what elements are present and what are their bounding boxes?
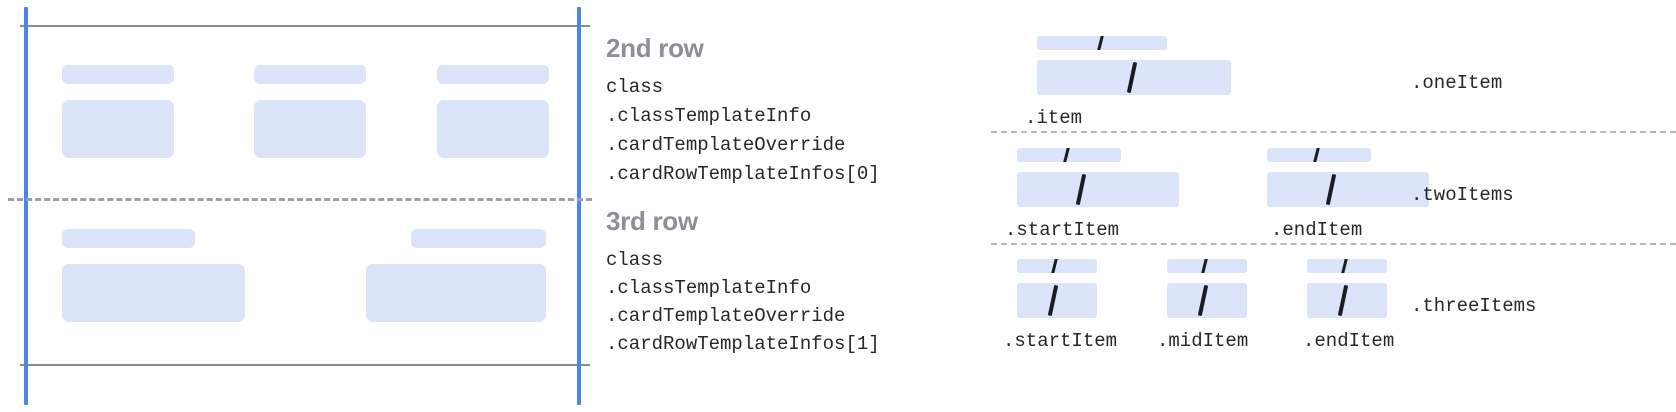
wireframe-top-rule bbox=[20, 25, 590, 27]
legend-section-label-threeitems: .threeItems bbox=[1411, 295, 1537, 317]
slash-mark-icon bbox=[1047, 284, 1059, 317]
legend-divider-1 bbox=[991, 131, 1676, 133]
row3-slot2-title bbox=[411, 229, 546, 248]
wireframe-right-guide bbox=[577, 7, 581, 405]
annotation-line-row3-2: .cardTemplateOverride bbox=[606, 305, 846, 327]
annotation-line-row3-1: .classTemplateInfo bbox=[606, 277, 812, 299]
legend-slot-enditem-three-main bbox=[1307, 283, 1387, 318]
legend-slot-miditem-three-main bbox=[1167, 283, 1247, 318]
item-template-legend: .item .oneItem .startItem .endItem .twoI… bbox=[985, 0, 1676, 412]
slash-mark-icon bbox=[1200, 259, 1209, 273]
legend-slot-miditem-three: .midItem bbox=[1155, 251, 1315, 352]
legend-slot-enditem-two: .endItem bbox=[1255, 140, 1470, 241]
annotation-heading-row2: 2nd row bbox=[606, 33, 704, 63]
legend-section-label-twoitems: .twoItems bbox=[1411, 184, 1514, 206]
annotation-line-row2-3: .cardRowTemplateInfos[0] bbox=[606, 163, 880, 185]
annotation-line-row2-2: .cardTemplateOverride bbox=[606, 134, 846, 156]
legend-slot-enditem-three: .endItem bbox=[1295, 251, 1455, 352]
legend-slot-item-main bbox=[1037, 60, 1231, 95]
legend-slot-miditem-three-label: .midItem bbox=[1157, 330, 1249, 352]
legend-slot-startitem-three: .startItem bbox=[1003, 251, 1165, 352]
legend-section-label-oneitem: .oneItem bbox=[1411, 72, 1503, 94]
slash-mark-icon bbox=[1050, 259, 1059, 273]
annotation-heading-row3: 3rd row bbox=[606, 206, 698, 236]
legend-slot-startitem-two-label: .startItem bbox=[1005, 219, 1120, 241]
slash-mark-icon bbox=[1325, 173, 1337, 206]
legend-slot-enditem-two-label: .endItem bbox=[1271, 219, 1363, 241]
legend-slot-startitem-two-main bbox=[1017, 172, 1179, 207]
row2-slot1-title bbox=[62, 65, 174, 84]
row2-slot2-body bbox=[254, 100, 366, 158]
row3-slot2-body bbox=[366, 264, 546, 322]
slash-mark-icon bbox=[1096, 36, 1105, 50]
legend-slot-enditem-two-main bbox=[1267, 172, 1429, 207]
slash-mark-icon bbox=[1075, 173, 1087, 206]
row3-slot1-title bbox=[62, 229, 195, 248]
legend-slot-startitem-three-label: .startItem bbox=[1003, 330, 1118, 352]
legend-slot-startitem-two: .startItem bbox=[1005, 140, 1220, 241]
wireframe-bottom-rule bbox=[20, 364, 590, 366]
annotation-line-row3-3: .cardRowTemplateInfos[1] bbox=[606, 333, 880, 355]
slash-mark-icon bbox=[1340, 259, 1349, 273]
wireframe-row-divider bbox=[8, 198, 592, 201]
slash-mark-icon bbox=[1197, 284, 1209, 317]
legend-slot-miditem-three-cap bbox=[1167, 259, 1247, 273]
row2-slot3-title bbox=[437, 65, 549, 84]
row2-slot1-body bbox=[62, 100, 174, 158]
legend-slot-item: .item bbox=[1005, 28, 1231, 129]
row2-slot2-title bbox=[254, 65, 366, 84]
annotation-line-row3-0: class bbox=[606, 249, 664, 271]
legend-slot-item-label: .item bbox=[1025, 107, 1083, 129]
legend-slot-startitem-three-main bbox=[1017, 283, 1097, 318]
wireframe-left-guide bbox=[24, 7, 28, 405]
card-rows-wireframe bbox=[0, 0, 600, 412]
row2-slot3-body bbox=[437, 100, 549, 158]
legend-divider-2 bbox=[991, 243, 1676, 245]
legend-slot-enditem-three-cap bbox=[1307, 259, 1387, 273]
slash-mark-icon bbox=[1126, 61, 1138, 94]
legend-slot-startitem-two-cap bbox=[1017, 148, 1121, 162]
annotation-line-row2-1: .classTemplateInfo bbox=[606, 105, 812, 127]
slash-mark-icon bbox=[1312, 148, 1321, 162]
row-annotations: 2nd row class .classTemplateInfo .cardTe… bbox=[604, 0, 944, 412]
legend-slot-enditem-three-label: .endItem bbox=[1303, 330, 1395, 352]
slash-mark-icon bbox=[1337, 284, 1349, 317]
legend-slot-item-cap bbox=[1037, 36, 1167, 50]
slash-mark-icon bbox=[1062, 148, 1071, 162]
row3-slot1-body bbox=[62, 264, 245, 322]
legend-slot-startitem-three-cap bbox=[1017, 259, 1097, 273]
annotation-line-row2-0: class bbox=[606, 76, 664, 98]
legend-slot-enditem-two-cap bbox=[1267, 148, 1371, 162]
